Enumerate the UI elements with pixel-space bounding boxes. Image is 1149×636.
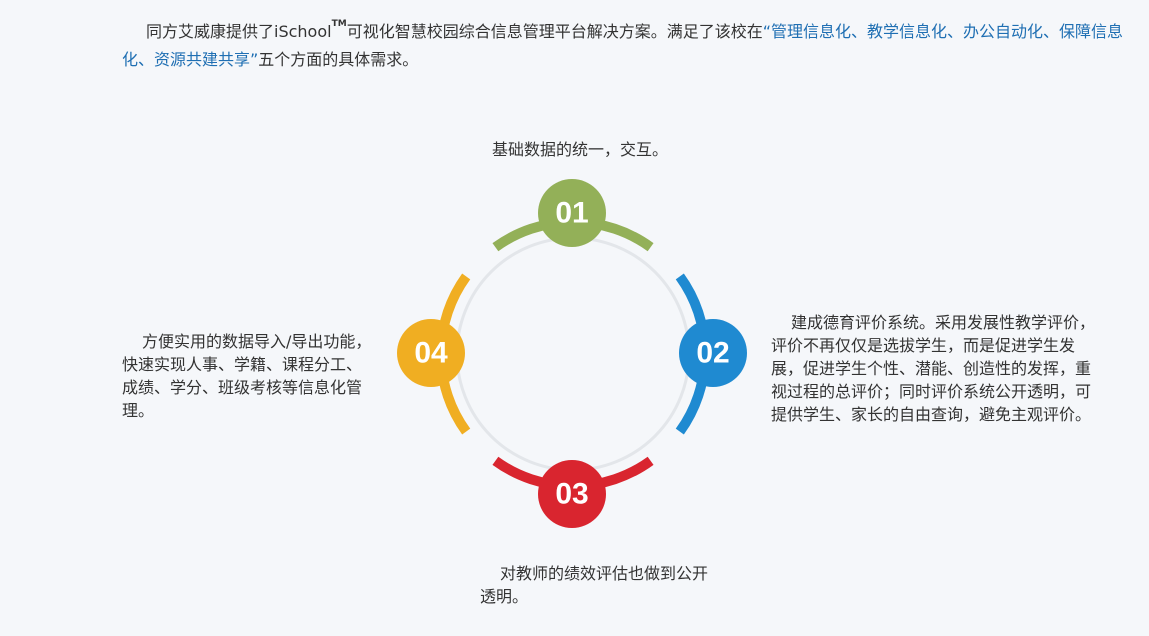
node-01-description: 基础数据的统一，交互。 (491, 140, 668, 159)
node-03-description: 对教师的绩效评估也做到公开透明。 (480, 564, 709, 606)
node-03-label: 03 (555, 478, 588, 511)
inner-ring (455, 236, 691, 472)
intro-tail: 五个方面的具体需求。 (258, 50, 419, 69)
intro-highlight: “管理信息化、教学信息化、办公自动化、保障信息化、资源共建共享” (122, 22, 1123, 69)
trademark-mark: TM (331, 19, 347, 29)
node-02-description: 建成德育评价系统。采用发展性教学评价，评价不再仅仅是选拔学生，而是促进学生发展，… (771, 313, 1096, 424)
node-04: 04 (397, 319, 465, 387)
node-04-label: 04 (414, 337, 448, 370)
node-01-circle (538, 179, 606, 247)
node-02: 02 (679, 319, 747, 387)
node-04-description: 方便实用的数据导入/导出功能，快速实现人事、学籍、课程分工、成绩、学分、班级考核… (122, 332, 372, 420)
node-03: 03 (538, 460, 606, 528)
node-04-circle (397, 319, 465, 387)
intro-lead: 同方艾威康提供了iSchool (146, 22, 332, 41)
node-02-circle (679, 319, 747, 387)
node-03-circle (538, 460, 606, 528)
intro-middle: 可视化智慧校园综合信息管理平台解决方案。满足了该校在 (346, 22, 763, 41)
arc-segments (435, 216, 711, 492)
node-02-label: 02 (696, 337, 729, 370)
node-01-label: 01 (555, 197, 588, 230)
intro-paragraph: 同方艾威康提供了iSchoolTM可视化智慧校园综合信息管理平台解决方案。满足了… (122, 18, 1140, 74)
node-01: 01 (538, 179, 606, 247)
